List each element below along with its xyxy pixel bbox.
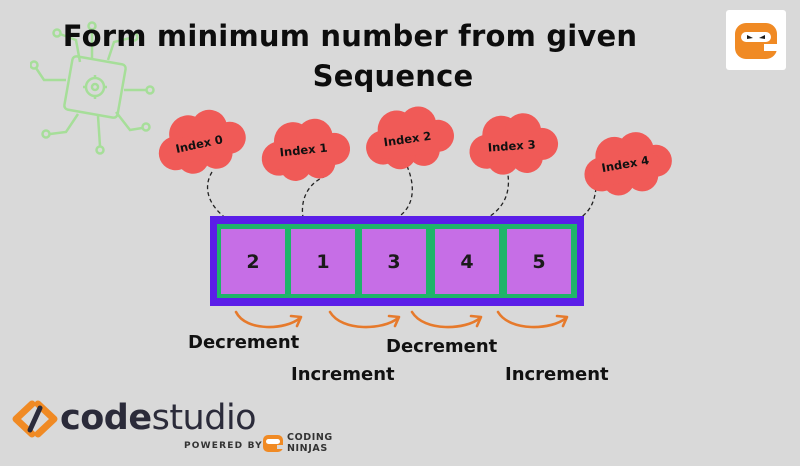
arrow-icon-0 [234,310,303,329]
array-cell-0 [221,229,285,294]
title-line-2: Sequence [312,59,474,93]
arrow-icon-3 [496,310,569,329]
array-cell-2 [362,229,426,294]
coding-ninjas-logo-icon [735,23,778,59]
array-value-3: 4 [460,251,473,273]
array-value-2: 3 [387,251,400,273]
coding-ninjas-small-text: CODING NINJAS [287,432,333,454]
brand-second: studio [151,398,257,438]
coding-ninjas-logo [726,10,786,70]
arrow-icon-1 [328,310,401,329]
cloud-index-1 [261,118,351,181]
title-line-1: Form minimum number from given [62,19,638,53]
array-value-1: 1 [316,251,329,273]
arrow-icon-2 [410,310,483,329]
codestudio-wordmark: codestudio [60,398,257,438]
brand-first: code [60,398,152,438]
cloud-label-1: Index 1 [279,141,328,160]
powered-by-label: POWERED BY [184,441,263,451]
circuit-chip-icon [30,21,155,155]
codestudio-logo-icon [12,400,58,438]
cloud-index-4 [584,132,672,196]
array-cell-1 [291,229,355,294]
page-title: Form minimum number from given Sequence [60,16,640,96]
array-value-4: 5 [532,251,545,273]
cloud-index-3 [469,113,559,175]
cn-line-1: CODING [287,432,333,443]
array-value-0: 2 [246,251,259,273]
operation-label-0: Decrement [188,332,300,353]
cloud-index-2 [366,106,454,170]
connector-index-0 [206,171,233,223]
cn-line-2: NINJAS [287,443,328,454]
operation-label-2: Decrement [386,336,498,357]
array-cell-3 [435,229,499,294]
connector-index-1 [301,175,327,233]
connector-index-2 [387,165,413,223]
operation-label-3: Increment [505,364,609,385]
cloud-label-3: Index 3 [487,137,536,154]
array-cell-4 [507,229,571,294]
array-box [210,216,584,306]
cloud-label-2: Index 2 [383,129,432,150]
coding-ninjas-small-icon [263,435,284,452]
operation-label-1: Increment [291,364,395,385]
cloud-index-0 [158,109,246,174]
